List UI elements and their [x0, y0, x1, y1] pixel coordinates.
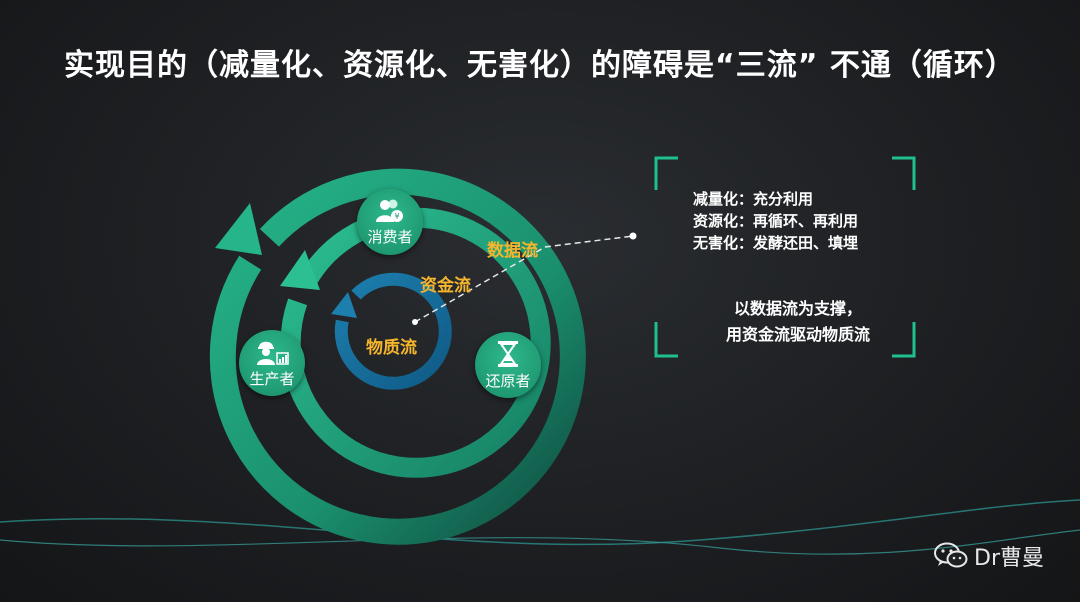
goal-reduction: 减量化：充分利用 — [693, 190, 814, 208]
node-label: 还原者 — [485, 371, 531, 390]
summary-line: 以数据流为支撑， — [733, 299, 862, 318]
node-restorer: 还原者 — [475, 332, 541, 398]
inner-ring-arrowhead — [331, 292, 357, 318]
middle-ring-arrowhead — [280, 250, 320, 290]
outer-ring — [209, 168, 586, 545]
consumer-icon: ¥ — [376, 199, 403, 222]
dashed-connector — [414, 235, 634, 323]
inner-ring — [334, 272, 452, 390]
node-producer: 生产者 — [239, 330, 305, 396]
outer-ring-arrowhead — [215, 203, 262, 255]
svg-text:¥: ¥ — [394, 212, 399, 221]
capital-flow-label: 资金流 — [420, 276, 471, 296]
data-flow-label: 数据流 — [487, 241, 538, 261]
node-label: 生产者 — [249, 369, 295, 388]
page-title: 实现目的（减量化、资源化、无害化）的障碍是“三流” 不通（循环） — [64, 48, 1016, 83]
goal-harmless: 无害化：发酵还田、填埋 — [693, 234, 859, 252]
hourglass-icon — [498, 340, 518, 367]
summary-text: 以数据流为支撑， 用资金流驱动物质流 — [680, 296, 916, 348]
wave-line — [0, 499, 1080, 546]
goal-resource: 资源化：再循环、再利用 — [693, 212, 859, 230]
node-label: 消费者 — [367, 227, 413, 246]
connector-dot — [629, 232, 637, 240]
wechat-icon — [934, 542, 968, 568]
watermark-text: Dr曹曼 — [974, 546, 1044, 571]
worker-icon — [257, 341, 289, 365]
node-consumer: ¥ 消费者 — [357, 189, 423, 255]
summary-line: 用资金流驱动物质流 — [725, 325, 870, 344]
wave-line — [0, 529, 1080, 555]
watermark: Dr曹曼 — [934, 540, 1044, 572]
bracket-frame — [654, 156, 916, 358]
goals-list: 减量化：充分利用 资源化：再循环、再利用 无害化：发酵还田、填埋 — [693, 188, 913, 254]
material-flow-label: 物质流 — [366, 338, 417, 358]
connector-dot — [412, 319, 418, 325]
